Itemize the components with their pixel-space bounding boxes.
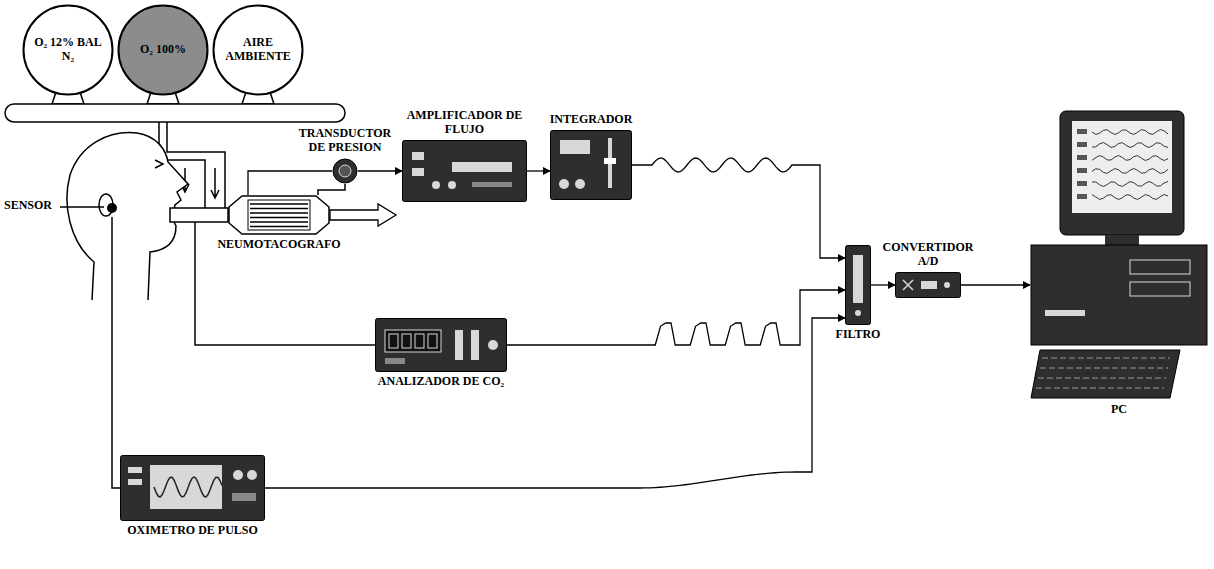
node-label: OXIMETRO DE PULSO: [103, 524, 283, 538]
integrator: INTEGRADOR: [541, 113, 641, 200]
co2-drawing: [375, 318, 507, 372]
ad-converter: CONVERTIDOR A/D: [878, 241, 978, 298]
signal-connector: [527, 170, 550, 171]
transducer-drawing: [332, 158, 358, 184]
node-label: INTEGRADOR: [541, 113, 641, 127]
pulse-oximeter: OXIMETRO DE PULSO: [103, 455, 283, 538]
node-label: O₂ 12% BAL N₂: [32, 36, 104, 64]
sensor-cable: [112, 217, 120, 488]
node-label: CONVERTIDOR A/D: [878, 241, 978, 269]
node-label: PC: [1089, 403, 1149, 417]
pressure-transducer: TRANSDUCTOR DE PRESION: [295, 127, 395, 184]
gas-tank: O₂ 12% BAL N₂: [22, 4, 114, 96]
transducer-body: [332, 158, 358, 184]
ear-sensor: [107, 203, 117, 213]
pc-body: [1030, 110, 1208, 400]
leader-line: [60, 206, 104, 208]
integ-body: [550, 130, 632, 200]
mouthpiece: [170, 208, 228, 222]
gas-tank: O₂ 100%: [117, 4, 209, 96]
oxi-drawing: [120, 455, 265, 521]
node-label: NEUMOTACOGRAFO: [209, 238, 349, 252]
node-label: TRANSDUCTOR DE PRESION: [295, 127, 395, 155]
sample-line: [195, 222, 375, 345]
co2-analyzer: ANALIZADOR DE CO₂: [356, 318, 526, 389]
signal-connector: [507, 290, 845, 345]
pneumo-body: [228, 195, 330, 235]
node-label: AMPLIFICADOR DE FLUJO: [402, 109, 527, 137]
part-label: SENSOR: [4, 199, 52, 213]
gas-manifold: [5, 104, 345, 122]
signal-connector: [871, 284, 895, 285]
flow-arrow: [211, 168, 219, 198]
filter-drawing: [845, 245, 871, 325]
pneumotachograph: NEUMOTACOGRAFO: [209, 195, 349, 252]
node-label: FILTRO: [826, 328, 890, 342]
flow-amplifier: AMPLIFICADOR DE FLUJO: [402, 109, 527, 202]
integ-drawing: [550, 130, 632, 200]
co2-body: [375, 318, 507, 372]
node-label: AIRE AMBIENTE: [218, 36, 298, 64]
node-label: ANALIZADOR DE CO₂: [356, 375, 526, 389]
signal-connector: [961, 284, 1030, 285]
pneumo-drawing: [228, 195, 330, 235]
sensor-label: SENSOR: [4, 199, 52, 213]
eye: [155, 160, 163, 168]
signal-connector: [632, 158, 845, 258]
amp-body: [402, 140, 527, 202]
filter-body: [845, 245, 871, 325]
filter: FILTRO: [826, 245, 890, 342]
conv-body: [895, 272, 961, 298]
outlet-arrow: [330, 204, 396, 226]
signal-connector: [248, 171, 332, 195]
conv-drawing: [895, 272, 961, 298]
node-label: O₂ 100%: [140, 43, 186, 57]
oxi-body: [120, 455, 265, 521]
computer: PC: [1030, 110, 1208, 417]
signal-connector: [358, 170, 402, 171]
pc-drawing: [1030, 110, 1208, 400]
gas-tank: AIRE AMBIENTE: [212, 4, 304, 96]
signal-connector: [265, 318, 845, 488]
pressure-tap: [318, 184, 345, 195]
amp-drawing: [402, 140, 527, 202]
